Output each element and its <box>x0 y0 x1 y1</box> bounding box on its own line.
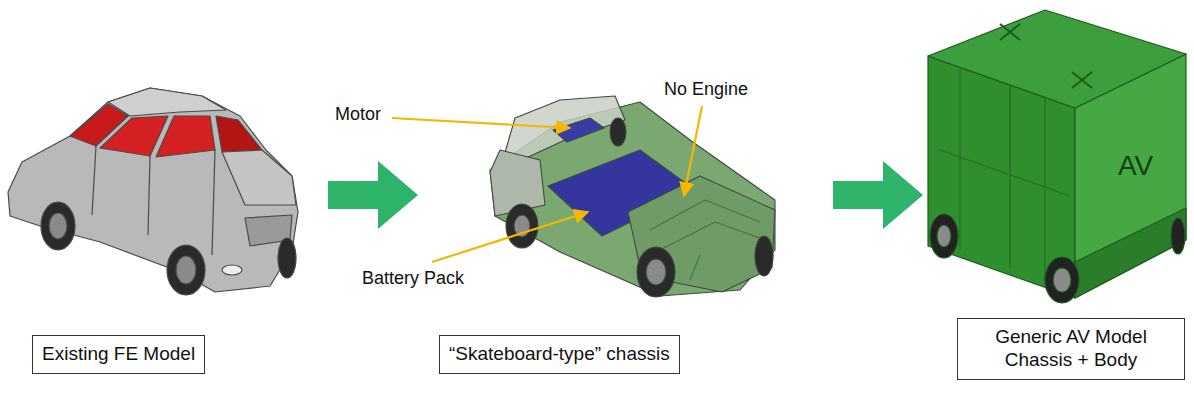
process-arrow <box>328 161 418 229</box>
wheel <box>1171 218 1185 254</box>
wheel <box>278 238 296 278</box>
wheel-rim <box>176 256 196 284</box>
part-label: Battery Pack <box>362 268 464 289</box>
sedan-roof <box>108 88 226 116</box>
caption-text: Existing FE Model <box>42 343 195 366</box>
wheel <box>755 236 773 276</box>
wheel <box>637 247 675 297</box>
wheel <box>506 204 538 248</box>
part-label: Motor <box>335 104 381 125</box>
wheel <box>41 202 75 250</box>
sedan-side-window <box>156 116 215 157</box>
wheel-rim <box>937 225 951 247</box>
wheel <box>610 118 626 146</box>
wheel <box>1045 257 1079 303</box>
sedan-windshield <box>216 116 262 152</box>
caption-box: Generic AV Model Chassis + Body <box>957 318 1185 380</box>
headlight <box>222 265 242 275</box>
wheel-rim <box>49 213 67 239</box>
wheel-rim <box>1053 268 1071 292</box>
caption-box: Existing FE Model <box>32 335 205 374</box>
leader-line <box>432 212 588 262</box>
van-logo <box>1000 24 1092 88</box>
wheel-rim <box>646 259 666 285</box>
sedan-hood <box>222 150 296 205</box>
sedan-side-window <box>100 116 168 156</box>
process-arrow <box>833 161 923 229</box>
van-bumper <box>1075 208 1186 298</box>
wheel <box>167 245 205 295</box>
wheel <box>930 214 958 258</box>
leader-line <box>684 106 702 196</box>
part-label: No Engine <box>664 79 748 100</box>
door-line <box>92 146 215 255</box>
av-van <box>928 10 1186 303</box>
van-roof <box>928 10 1186 108</box>
sedan-body <box>8 88 298 292</box>
leader-line <box>392 118 570 128</box>
caption-text: Generic AV Model Chassis + Body <box>967 326 1175 372</box>
front-hood <box>628 176 775 292</box>
body-marking: AV <box>1118 150 1153 182</box>
sedan-model <box>8 88 298 295</box>
caption-box: “Skateboard-type” chassis <box>439 335 680 374</box>
van-panel-line <box>940 70 1070 285</box>
motor <box>553 118 604 142</box>
caption-text: “Skateboard-type” chassis <box>449 343 670 366</box>
